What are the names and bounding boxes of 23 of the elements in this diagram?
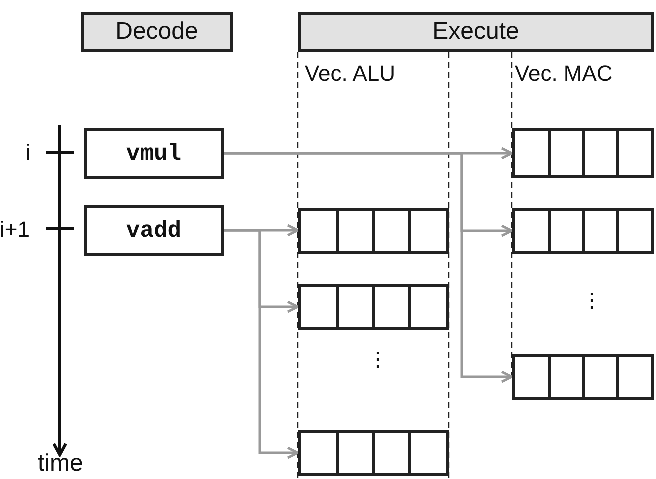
ellipsis-mark: ⋮: [582, 291, 602, 311]
unit-label: Vec. MAC: [515, 63, 613, 85]
vector-register: [512, 354, 654, 400]
arrow: [224, 152, 514, 384]
node-text: Execute: [432, 18, 520, 46]
vector-register: [298, 284, 449, 330]
vector-register: [512, 128, 654, 178]
node-text: vmul: [126, 140, 182, 166]
node-text: vadd: [126, 218, 182, 244]
instruction-box: [84, 128, 224, 179]
tick-label: i+1: [0, 219, 30, 241]
tick-label: i: [26, 142, 31, 164]
stage-header-box: [81, 12, 233, 52]
unit-label: Vec. ALU: [305, 63, 396, 85]
vector-register: [512, 208, 654, 254]
arrow: [224, 229, 300, 460]
stage-header-box: [298, 12, 654, 52]
axis-label: time: [38, 452, 84, 476]
instruction-box: [84, 205, 224, 256]
vector-register: [298, 430, 449, 476]
node-text: Decode: [116, 18, 198, 46]
vector-register: [298, 208, 449, 254]
ellipsis-mark: ⋮: [368, 350, 388, 370]
